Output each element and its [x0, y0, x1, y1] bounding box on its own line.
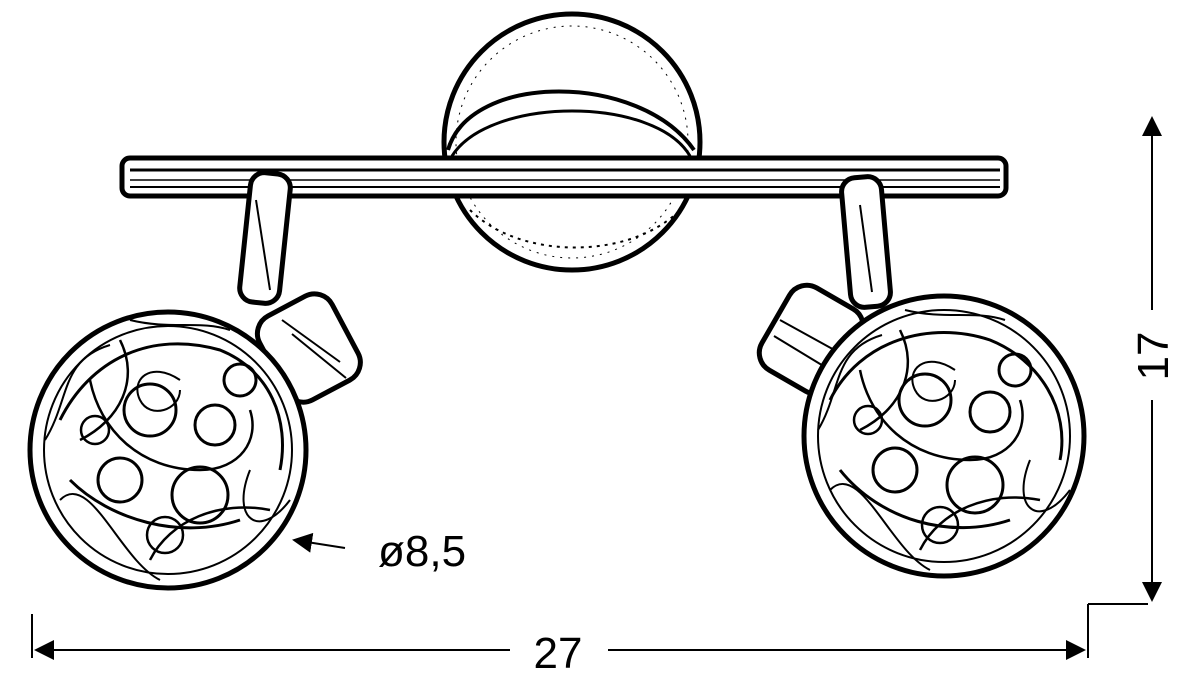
width-dimension: [31, 603, 1148, 660]
diameter-label: ø8,5: [378, 527, 466, 576]
wall-canopy: [441, 11, 703, 273]
height-label: 17: [1129, 332, 1178, 381]
right-arm: [756, 174, 893, 397]
width-label: 27: [534, 629, 583, 678]
diameter-callout: ø8,5: [292, 527, 466, 576]
left-shade: [27, 309, 309, 591]
right-shade: [801, 293, 1087, 579]
